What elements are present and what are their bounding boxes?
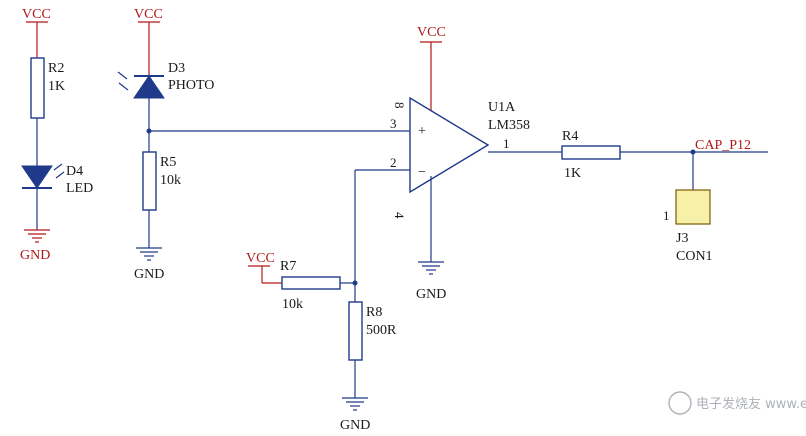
- d4-value: LED: [66, 181, 93, 196]
- r7-value: 10k: [282, 297, 303, 312]
- resistor-r5: [142, 151, 157, 211]
- watermark: 电子发烧友 www.elecfans.com: [668, 391, 806, 415]
- j3-ref: J3: [676, 231, 688, 246]
- opamp-symbol: [409, 96, 490, 194]
- resistor-r2: [30, 57, 45, 119]
- vcc-label-opamp: VCC: [417, 25, 446, 40]
- d3-ref: D3: [168, 61, 185, 76]
- minus-sign: −: [418, 165, 426, 180]
- gnd-symbol-divider: [342, 397, 368, 411]
- gnd-symbol-opamp: [418, 261, 444, 275]
- led-emit-arrow-2: [55, 171, 65, 179]
- j3-pin-label: 1: [663, 208, 670, 223]
- pin8-label: 8: [392, 102, 407, 109]
- pin3-label: 3: [390, 116, 397, 131]
- vcc-label-led: VCC: [22, 7, 51, 22]
- opamp-u1a: VCC + − 8 3 2 4 1 U1A LM358 GND: [390, 25, 530, 302]
- r4-ref: R4: [562, 129, 578, 144]
- vcc-label-photo: VCC: [134, 7, 163, 22]
- r4-value: 1K: [564, 166, 581, 181]
- plus-sign: +: [418, 124, 426, 139]
- led-emit-arrow-1: [53, 163, 63, 171]
- led-branch: VCC R2 1K D4 LED GND: [20, 7, 93, 263]
- u1a-value: LM358: [488, 118, 530, 133]
- gnd-label-opamp: GND: [416, 287, 446, 302]
- r2-value: 1K: [48, 79, 65, 94]
- pin2-label: 2: [390, 155, 397, 170]
- photo-arrow-1: [117, 71, 128, 80]
- d4-ref: D4: [66, 164, 83, 179]
- vcc-label-divider: VCC: [246, 251, 275, 266]
- r7-ref: R7: [280, 259, 296, 274]
- r2-ref: R2: [48, 61, 64, 76]
- led-d4-symbol: [21, 165, 53, 189]
- r5-ref: R5: [160, 155, 176, 170]
- connector-j3: [675, 189, 711, 225]
- gnd-label-divider: GND: [340, 418, 370, 433]
- gnd-symbol-led: [24, 229, 50, 243]
- gnd-label-led: GND: [20, 248, 50, 263]
- gnd-symbol-photo: [136, 247, 162, 261]
- pin1-label: 1: [503, 136, 510, 151]
- r8-ref: R8: [366, 305, 382, 320]
- divider-branch: VCC R7 10k R8 500R GND: [246, 251, 397, 433]
- pin4-label: 4: [392, 212, 407, 219]
- watermark-logo-icon: [668, 391, 692, 415]
- resistor-r4: [561, 145, 621, 160]
- r8-value: 500R: [366, 323, 397, 338]
- photo-branch: VCC D3 PHOTO R5 10k GND: [117, 7, 214, 282]
- j3-value: CON1: [676, 249, 713, 264]
- net-label-cap-p12: CAP_P12: [695, 138, 751, 153]
- resistor-r8: [348, 301, 363, 361]
- r5-value: 10k: [160, 173, 181, 188]
- u1a-ref: U1A: [488, 100, 516, 115]
- resistor-r7: [281, 276, 341, 290]
- photodiode-d3-symbol: [133, 75, 165, 99]
- watermark-text: 电子发烧友 www.elecfans.com: [696, 396, 806, 412]
- gnd-label-photo: GND: [134, 267, 164, 282]
- d3-value: PHOTO: [168, 78, 214, 93]
- photo-arrow-2: [118, 82, 129, 91]
